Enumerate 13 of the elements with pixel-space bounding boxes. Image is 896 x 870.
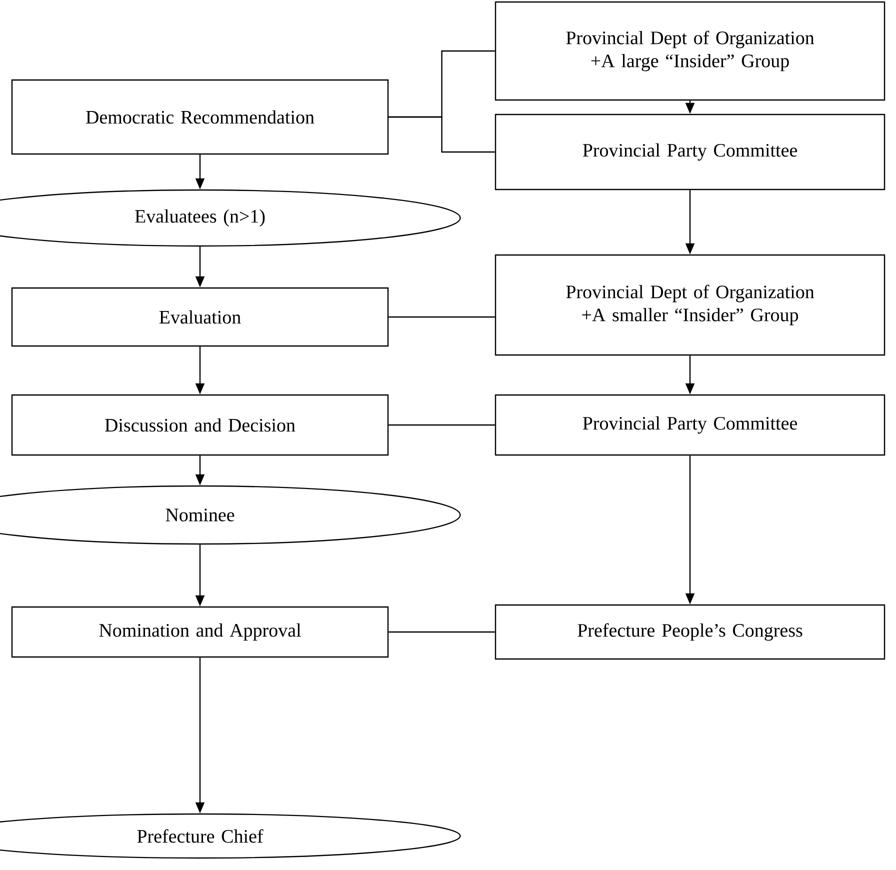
process-box: Prefecture People’s Congress	[494, 604, 886, 660]
process-box: Democratic Recommendation	[11, 79, 389, 155]
process-box: Evaluation	[11, 287, 389, 347]
process-box: Discussion and Decision	[11, 394, 389, 456]
connector-line	[388, 631, 495, 633]
connector-line	[388, 424, 495, 426]
process-box: Nomination and Approval	[11, 606, 389, 658]
connector-line	[388, 116, 495, 153]
process-box: Provincial Party Committee	[494, 114, 886, 190]
process-box: Provincial Party Committee	[494, 394, 886, 456]
process-box: Provincial Dept of Organization +A smaller “Insider” Group	[494, 254, 886, 356]
process-box: Provincial Dept of Organization +A large “Insider” Group	[494, 1, 886, 101]
connector-line	[388, 316, 495, 318]
